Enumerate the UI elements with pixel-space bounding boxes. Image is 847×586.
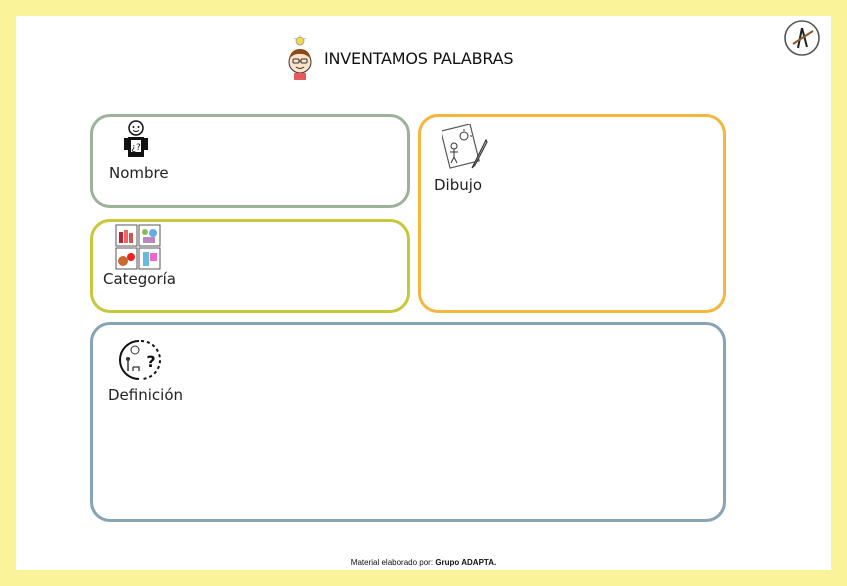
footer-credit: Material elaborado por: Grupo ADAPTA.: [0, 558, 847, 567]
svg-text:?: ?: [146, 352, 155, 371]
footer-author: Grupo ADAPTA.: [435, 558, 497, 567]
child-with-lightbulb-icon: [288, 35, 312, 80]
categoria-label: Categoría: [103, 270, 177, 288]
dibujo-box[interactable]: [418, 114, 726, 313]
dibujo-label: Dibujo: [434, 176, 483, 194]
footer-prefix: Material elaborado por:: [350, 558, 434, 567]
category-grid-icon: [115, 224, 161, 270]
drawing-icon: [442, 124, 488, 169]
nombre-label: Nombre: [109, 164, 169, 182]
compass-logo-icon: [784, 20, 820, 56]
definition-icon: ?: [119, 340, 161, 380]
person-question-icon: ¿?: [124, 120, 148, 157]
definicion-box[interactable]: [90, 322, 726, 522]
definicion-label: Definición: [108, 386, 183, 404]
page-title: INVENTAMOS PALABRAS: [324, 48, 514, 68]
header: INVENTAMOS PALABRAS: [286, 34, 514, 82]
svg-text:¿?: ¿?: [131, 143, 141, 153]
